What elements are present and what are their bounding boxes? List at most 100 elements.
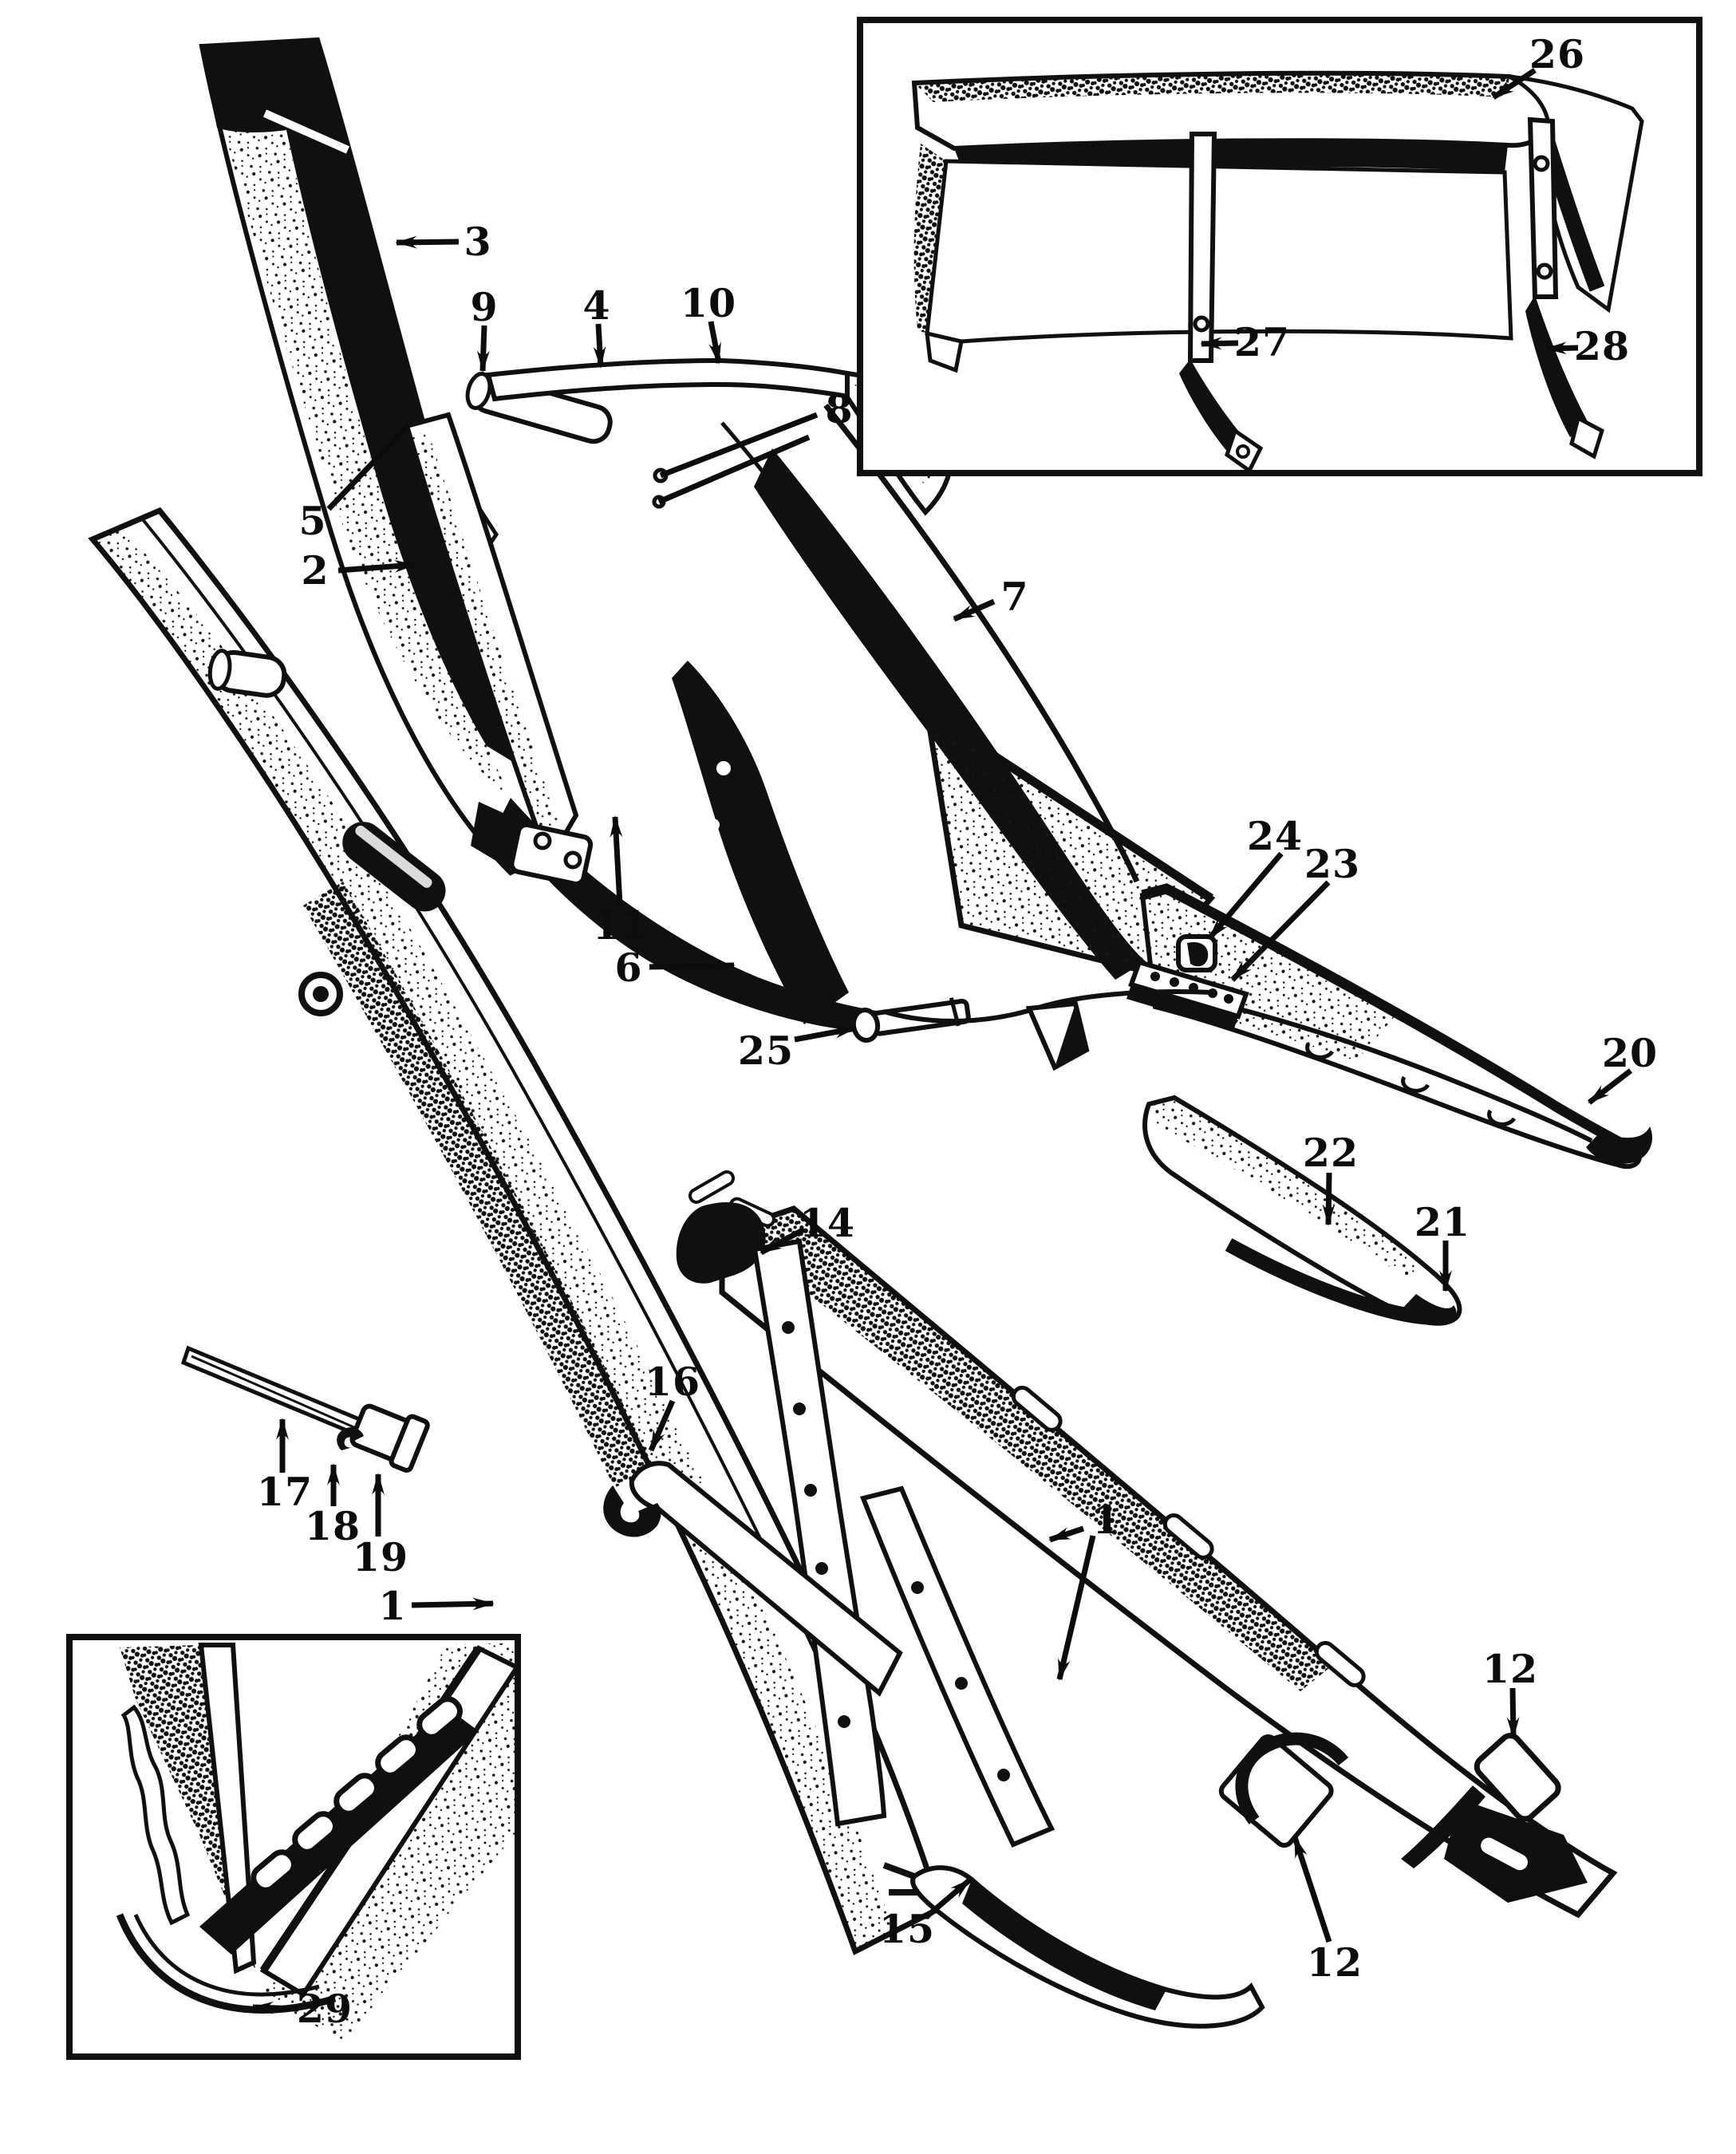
leader-arrow xyxy=(1587,1068,1633,1105)
callout-15: 15 xyxy=(879,1877,973,1952)
callout-22: 22 xyxy=(1303,1130,1359,1226)
leader-arrow xyxy=(1048,1525,1085,1543)
callout-21: 21 xyxy=(1414,1199,1470,1292)
callout-28: 28 xyxy=(1545,323,1629,369)
part-number-label: 29 xyxy=(297,1986,353,2032)
part-number-label: 14 xyxy=(799,1200,855,1246)
callout-10: 10 xyxy=(681,280,736,365)
part-number-label: 12 xyxy=(1482,1646,1538,1692)
part-number-label: 26 xyxy=(1529,31,1585,77)
callout-12: 12 xyxy=(1292,1836,1363,1986)
leader-arrow xyxy=(659,412,819,479)
leader-arrow xyxy=(1492,68,1537,100)
callout-16: 16 xyxy=(645,1359,700,1452)
part-number-label: 25 xyxy=(738,1028,794,1074)
part-number-label: 7 xyxy=(1000,574,1028,620)
callout-9: 9 xyxy=(470,284,498,373)
part-number-label: 6 xyxy=(614,945,642,991)
leader-arrow xyxy=(395,235,460,249)
callout-3: 3 xyxy=(395,219,491,265)
moldboard-brace-part xyxy=(672,661,849,1024)
main-beam-part xyxy=(88,507,944,1955)
part-number-label: 11 xyxy=(593,902,649,949)
callout-14: 14 xyxy=(760,1200,855,1256)
inset-detail-top-right xyxy=(857,17,1702,476)
part-number-label: 10 xyxy=(681,280,736,326)
leader-arrow xyxy=(648,1399,676,1452)
leader-arrow xyxy=(1322,1172,1336,1226)
leader-arrow xyxy=(953,598,996,622)
inset-detail-bottom-left xyxy=(66,1634,521,2060)
part-number-label: 20 xyxy=(1602,1030,1658,1076)
leader-arrow xyxy=(1056,1535,1096,1681)
callout-2: 2 xyxy=(301,547,416,594)
callout-18: 18 xyxy=(305,1463,360,1549)
callout-1: 1 xyxy=(1048,1497,1120,1681)
wedge-key-part xyxy=(1401,1733,1561,1868)
part-number-label: 23 xyxy=(1304,841,1360,887)
leader-arrow xyxy=(1545,341,1579,355)
shield-left-leg xyxy=(1179,132,1264,474)
leader-arrow xyxy=(337,559,416,574)
frame-member-part xyxy=(719,1205,1618,1919)
callout-4: 4 xyxy=(582,282,610,369)
leader-arrow xyxy=(649,959,736,972)
part-number-label: 2 xyxy=(301,547,329,594)
leader-arrow xyxy=(925,1877,973,1919)
part-number-label: 15 xyxy=(879,1906,935,1952)
frog-part xyxy=(404,412,669,886)
yoke-clamp-part xyxy=(1218,1732,1349,1848)
frog-bottom-edge xyxy=(883,989,1213,1071)
leader-arrow xyxy=(1207,851,1284,941)
part-number-label: 17 xyxy=(257,1469,313,1515)
callout-24: 24 xyxy=(1207,813,1303,941)
part-number-label: 5 xyxy=(298,498,326,544)
callout-6: 6 xyxy=(614,945,736,991)
part-number-label: 19 xyxy=(353,1534,408,1580)
leader-arrow xyxy=(1292,1836,1332,1943)
shield-right-leg xyxy=(1525,116,1605,460)
callout-25: 25 xyxy=(738,1025,857,1074)
callout-20: 20 xyxy=(1587,1030,1658,1105)
landside-part xyxy=(1142,1095,1462,1326)
part-number-label: 4 xyxy=(582,282,610,329)
leader-arrow xyxy=(1200,337,1239,350)
part-number-label: 16 xyxy=(645,1359,700,1405)
leader-arrow xyxy=(794,1025,857,1043)
part-number-label: 8 xyxy=(825,386,853,432)
part-number-label: 22 xyxy=(1303,1130,1359,1176)
leader-arrow xyxy=(326,422,412,511)
drawbar-part xyxy=(180,1345,430,1473)
part-number-label: 24 xyxy=(1247,813,1303,859)
callout-12: 12 xyxy=(1482,1646,1538,1739)
leader-arrow xyxy=(657,434,811,505)
part-number-label: 12 xyxy=(1307,1939,1363,1986)
leader-arrow xyxy=(708,321,722,365)
leader-arrow xyxy=(760,1226,806,1256)
part-number-label: 21 xyxy=(1414,1199,1470,1245)
callout-11: 11 xyxy=(593,815,649,949)
part-number-label: 1 xyxy=(1092,1497,1120,1543)
share-part xyxy=(1139,883,1652,1169)
callout-19: 19 xyxy=(353,1473,408,1580)
callout-7: 7 xyxy=(953,574,1028,622)
leader-arrow xyxy=(251,2001,299,2014)
chain-links xyxy=(251,1696,463,1893)
part-number-label: 27 xyxy=(1234,319,1290,365)
leader-arrow xyxy=(593,323,606,369)
callout-26: 26 xyxy=(1492,31,1585,100)
callout-17: 17 xyxy=(257,1418,313,1515)
callout-27: 27 xyxy=(1200,319,1290,365)
callout-8: 8 xyxy=(657,386,853,505)
cross-brace-part xyxy=(603,1461,903,1697)
callout-23: 23 xyxy=(1230,841,1360,982)
part-number-label: 9 xyxy=(470,284,498,330)
lower-strap-part xyxy=(859,1485,1055,1848)
part-number-label: 1 xyxy=(378,1583,406,1629)
callout-29: 29 xyxy=(251,1986,353,2032)
upper-clamp-part xyxy=(676,1170,775,1284)
clamp-part xyxy=(1176,934,1217,972)
